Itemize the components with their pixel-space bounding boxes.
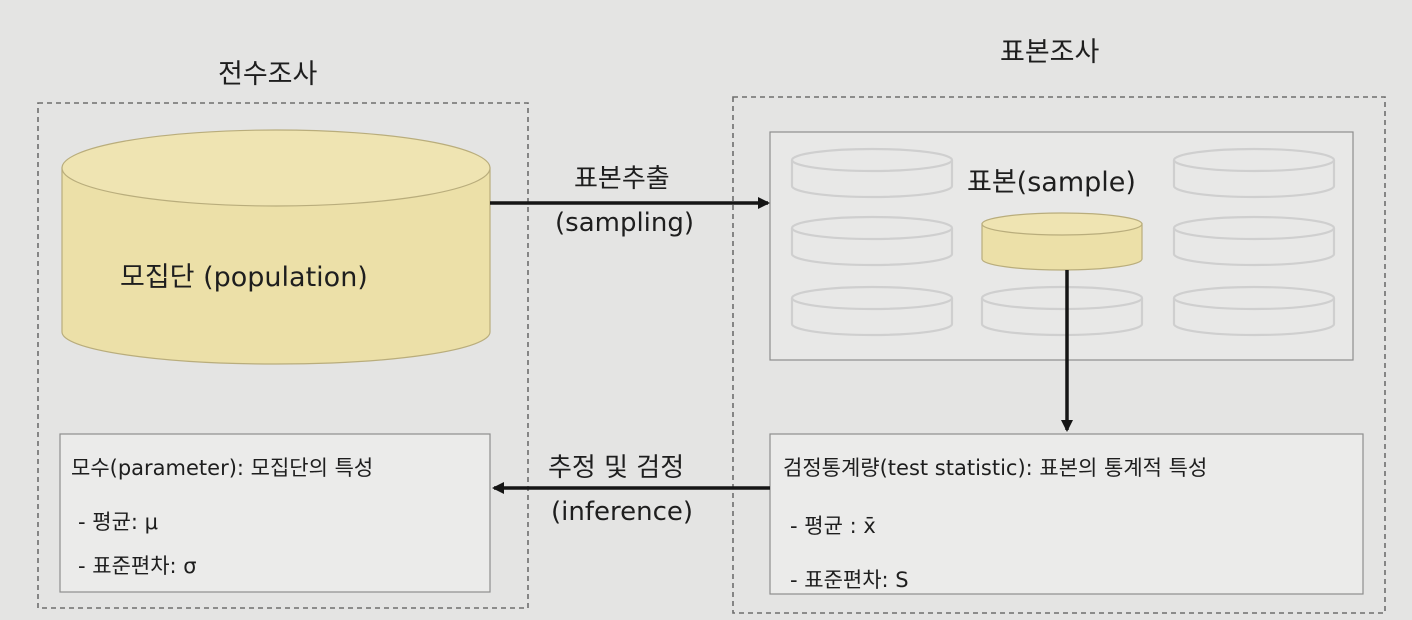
ghost-cylinder-top — [1172, 285, 1336, 311]
parameter-std: - 표준편차: σ — [78, 554, 197, 578]
census-title: 전수조사 — [218, 59, 318, 90]
sample-cylinder-top — [981, 212, 1143, 236]
sample-survey-dashed-frame — [732, 96, 1386, 614]
ghost-cylinder-grid — [790, 147, 1336, 337]
sampling-label-en: (sampling) — [555, 208, 695, 238]
parameter-box — [59, 433, 491, 593]
population-label: 모집단 (population) — [120, 262, 368, 293]
ghost-cylinder-top — [790, 215, 954, 241]
population-cylinder-body — [61, 167, 491, 365]
statistic-std: - 표준편차: S — [790, 568, 909, 592]
ghost-cylinder-body — [1172, 228, 1336, 267]
ghost-cylinder-body — [790, 298, 954, 337]
ghost-cylinder-body — [980, 298, 1144, 337]
ghost-cylinder-top — [790, 285, 954, 311]
sample-cylinder-body — [981, 223, 1143, 271]
statistic-heading: 검정통계량(test statistic): 표본의 통계적 특성 — [783, 456, 1208, 480]
ghost-cylinder — [1172, 285, 1336, 337]
ghost-cylinder-body — [790, 160, 954, 199]
inference-label-ko: 추정 및 검정 — [548, 453, 685, 483]
ghost-cylinder — [1172, 147, 1336, 199]
ghost-cylinder — [790, 285, 954, 337]
parameter-mean: - 평균: μ — [78, 510, 159, 534]
ghost-cylinder-top — [980, 285, 1144, 311]
sample-cylinder — [981, 212, 1143, 271]
ghost-cylinder-body — [790, 228, 954, 267]
inference-label-en: (inference) — [551, 497, 694, 527]
census-dashed-frame — [37, 102, 529, 609]
ghost-cylinder — [790, 215, 954, 267]
ghost-cylinder-body — [1172, 160, 1336, 199]
ghost-cylinder-top — [790, 147, 954, 173]
sample-label: 표본(sample) — [967, 167, 1136, 198]
ghost-cylinder — [1172, 215, 1336, 267]
parameter-heading: 모수(parameter): 모집단의 특성 — [71, 456, 374, 480]
ghost-cylinder — [980, 285, 1144, 337]
sampling-label-ko: 표본추출 — [574, 164, 670, 194]
ghost-cylinder-body — [1172, 298, 1336, 337]
sample-survey-title: 표본조사 — [1000, 37, 1100, 68]
ghost-cylinder-top — [1172, 147, 1336, 173]
statistic-box — [769, 433, 1364, 595]
population-cylinder — [61, 129, 491, 365]
ghost-cylinder — [790, 147, 954, 199]
ghost-cylinder-top — [1172, 215, 1336, 241]
population-cylinder-top — [61, 129, 491, 207]
statistic-mean: - 평균 : x̄ — [790, 514, 876, 538]
